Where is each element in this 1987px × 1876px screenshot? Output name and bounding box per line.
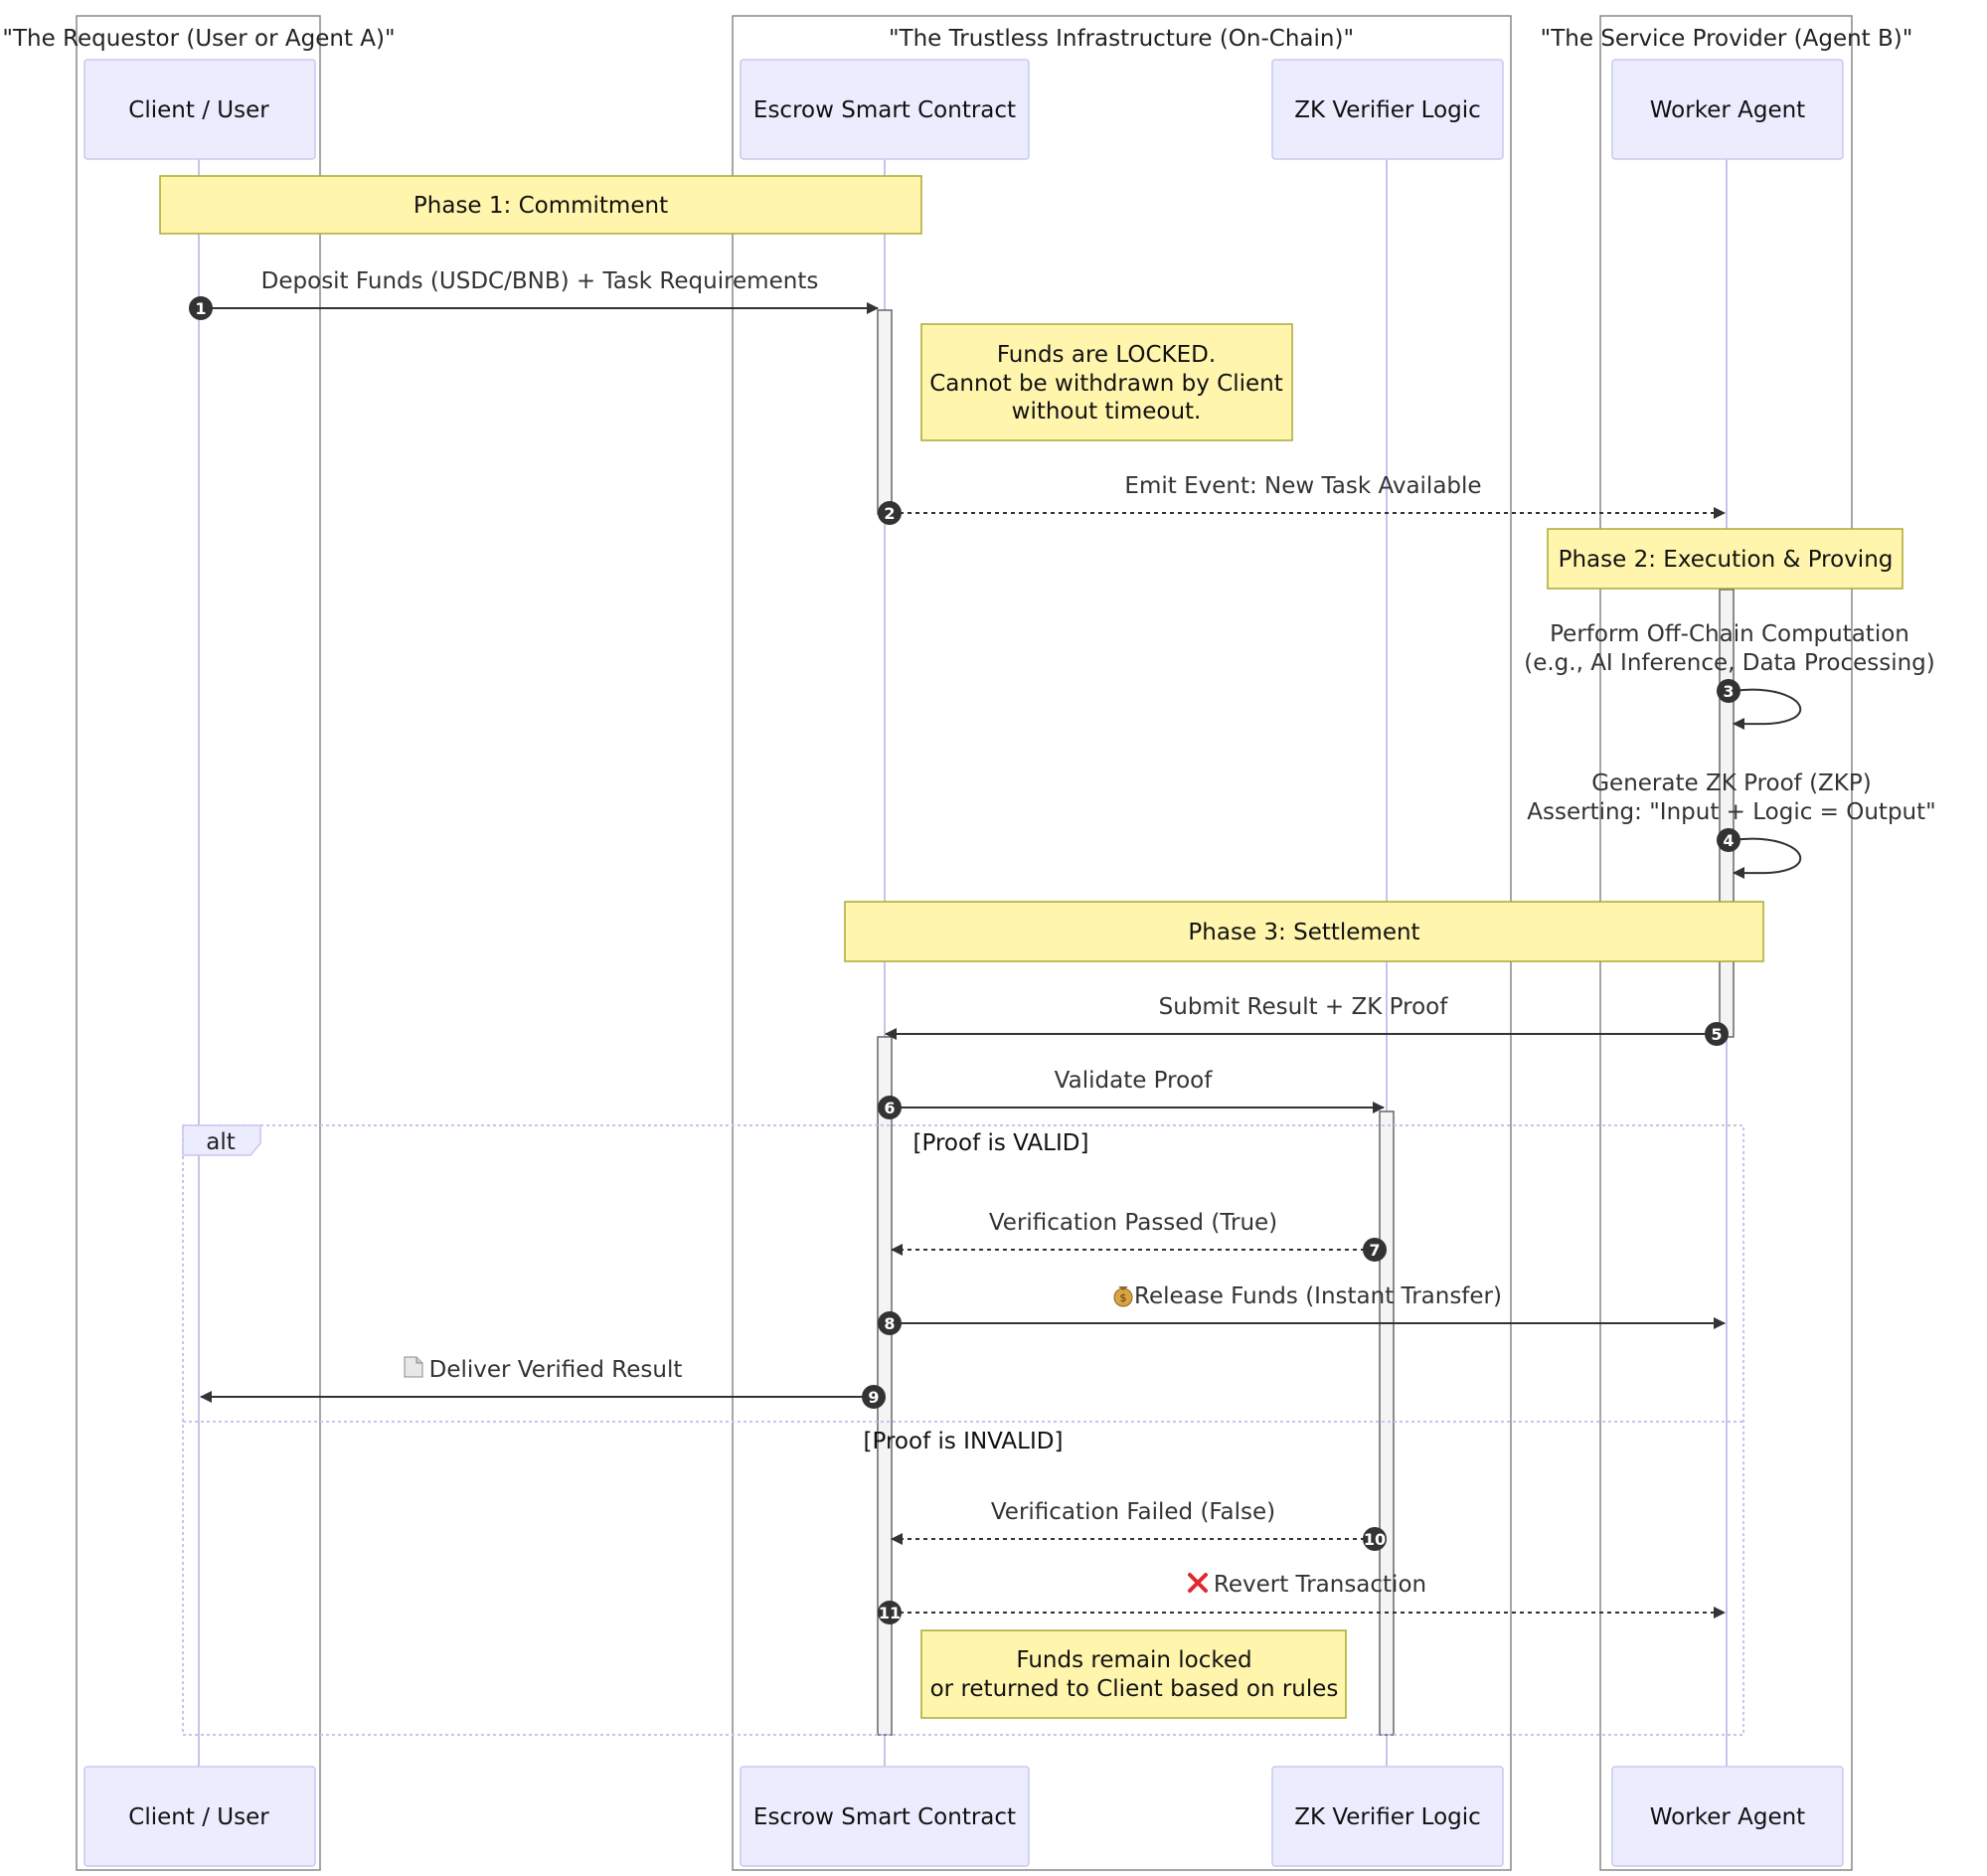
sequence-number: 2 (884, 504, 895, 523)
participant-label: ZK Verifier Logic (1294, 97, 1481, 123)
participant-worker-bottom[interactable]: Worker Agent (1611, 1766, 1844, 1867)
alt-block: alt [Proof is VALID] [Proof is INVALID] (182, 1124, 1744, 1736)
cross-mark-icon (1188, 1573, 1208, 1593)
group-infra: "The Trustless Infrastructure (On-Chain)… (732, 15, 1512, 1871)
alt-condition-invalid: [Proof is INVALID] (864, 1429, 1064, 1454)
sequence-number-badge (1363, 1527, 1387, 1551)
message-3: Perform Off-Chain Computation (e.g., AI … (1524, 621, 1935, 731)
participant-label: Client / User (128, 97, 269, 123)
sequence-number-badge (878, 1311, 902, 1335)
group-requestor: "The Requestor (User or Agent A)" (2, 15, 396, 1871)
message-label: Generate ZK Proof (ZKP) (1591, 770, 1872, 796)
group-label-requestor: "The Requestor (User or Agent A)" (2, 26, 395, 52)
alt-label: alt (206, 1129, 236, 1155)
message-label: Verification Failed (False) (991, 1499, 1275, 1525)
message-label: Release Funds (Instant Transfer) (1134, 1283, 1502, 1309)
message-2: Emit Event: New Task Available 2 (878, 473, 1726, 525)
sequence-number-badge (1705, 1022, 1729, 1046)
sequence-number: 7 (1369, 1241, 1380, 1260)
message-label: Verification Passed (True) (989, 1210, 1277, 1236)
sequence-number: 9 (868, 1388, 879, 1407)
sequence-number-badge (1363, 1238, 1387, 1262)
activation-verifier (1379, 1110, 1395, 1736)
message-label: Perform Off-Chain Computation (1550, 621, 1909, 647)
sequence-number: 8 (884, 1314, 895, 1333)
sequence-number-badge (1717, 679, 1740, 703)
note-funds-locked: Funds are LOCKED. Cannot be withdrawn by… (920, 323, 1293, 441)
sequence-number-badge (878, 1601, 902, 1624)
participant-label: Escrow Smart Contract (753, 1804, 1016, 1830)
participant-escrow-bottom[interactable]: Escrow Smart Contract (740, 1766, 1030, 1867)
sequence-number-badge (878, 501, 902, 525)
note-funds-remain: Funds remain locked or returned to Clien… (920, 1629, 1347, 1719)
participant-label: Worker Agent (1650, 1804, 1805, 1830)
sequence-number: 6 (884, 1099, 895, 1117)
message-4: Generate ZK Proof (ZKP) Asserting: "Inpu… (1527, 770, 1936, 880)
message-8: $ Release Funds (Instant Transfer) 8 (878, 1283, 1726, 1335)
note-line: or returned to Client based on rules (930, 1676, 1339, 1702)
alt-tab (182, 1124, 261, 1156)
sequence-number: 11 (879, 1604, 901, 1622)
message-label: Deliver Verified Result (429, 1357, 683, 1383)
note-line: without timeout. (1012, 399, 1202, 425)
sequence-number: 4 (1723, 831, 1734, 850)
sequence-number-badge (189, 296, 213, 320)
note-line: Cannot be withdrawn by Client (929, 371, 1283, 397)
group-label-infra: "The Trustless Infrastructure (On-Chain)… (889, 26, 1354, 52)
message-6: Validate Proof 6 (878, 1068, 1385, 1119)
message-label: Asserting: "Input + Logic = Output" (1527, 799, 1935, 825)
message-11: Revert Transaction 11 (878, 1572, 1726, 1624)
phase-2-note: Phase 2: Execution & Proving (1547, 528, 1904, 590)
participant-client-bottom[interactable]: Client / User (83, 1766, 316, 1867)
alt-condition-valid: [Proof is VALID] (913, 1130, 1089, 1156)
note-line: Funds are LOCKED. (997, 342, 1216, 368)
message-9: Deliver Verified Result 9 (200, 1356, 886, 1409)
participant-label: Worker Agent (1650, 97, 1805, 123)
svg-text:$: $ (1120, 1291, 1127, 1304)
participant-verifier-bottom[interactable]: ZK Verifier Logic (1271, 1766, 1504, 1867)
sequence-number: 3 (1723, 682, 1734, 701)
activation-escrow-1 (877, 309, 893, 515)
message-label: Revert Transaction (1214, 1572, 1426, 1598)
money-bag-icon: $ (1113, 1286, 1133, 1307)
phase-2-label: Phase 2: Execution & Proving (1559, 547, 1894, 573)
participant-escrow-top[interactable]: Escrow Smart Contract (740, 59, 1030, 160)
message-1: Deposit Funds (USDC/BNB) + Task Requirem… (189, 268, 879, 320)
participant-label: ZK Verifier Logic (1294, 1804, 1481, 1830)
participant-worker-top[interactable]: Worker Agent (1611, 59, 1844, 160)
message-5: Submit Result + ZK Proof 5 (885, 994, 1729, 1046)
message-label: Validate Proof (1055, 1068, 1214, 1094)
sequence-number: 5 (1711, 1025, 1722, 1044)
message-label: Deposit Funds (USDC/BNB) + Task Requirem… (261, 268, 819, 294)
sequence-number: 10 (1364, 1530, 1386, 1549)
note-line: Funds remain locked (1016, 1647, 1251, 1673)
sequence-number-badge (862, 1385, 886, 1409)
document-icon (404, 1356, 423, 1378)
sequence-number-badge (878, 1096, 902, 1119)
message-label: Emit Event: New Task Available (1124, 473, 1481, 499)
participant-client-top[interactable]: Client / User (83, 59, 316, 160)
phase-1-note: Phase 1: Commitment (159, 175, 922, 235)
participant-label: Escrow Smart Contract (753, 97, 1016, 123)
activation-escrow-2 (877, 1036, 893, 1736)
group-label-provider: "The Service Provider (Agent B)" (1541, 26, 1913, 52)
message-label: Submit Result + ZK Proof (1159, 994, 1449, 1020)
message-label: (e.g., AI Inference, Data Processing) (1524, 650, 1935, 676)
sequence-number: 1 (195, 299, 206, 318)
participant-label: Client / User (128, 1804, 269, 1830)
sequence-number-badge (1717, 828, 1740, 852)
phase-3-label: Phase 3: Settlement (1188, 920, 1419, 945)
phase-1-label: Phase 1: Commitment (414, 193, 668, 219)
message-7: Verification Passed (True) 7 (891, 1210, 1387, 1262)
participant-verifier-top[interactable]: ZK Verifier Logic (1271, 59, 1504, 160)
phase-3-note: Phase 3: Settlement (844, 901, 1764, 962)
message-10: Verification Failed (False) 10 (891, 1499, 1387, 1551)
